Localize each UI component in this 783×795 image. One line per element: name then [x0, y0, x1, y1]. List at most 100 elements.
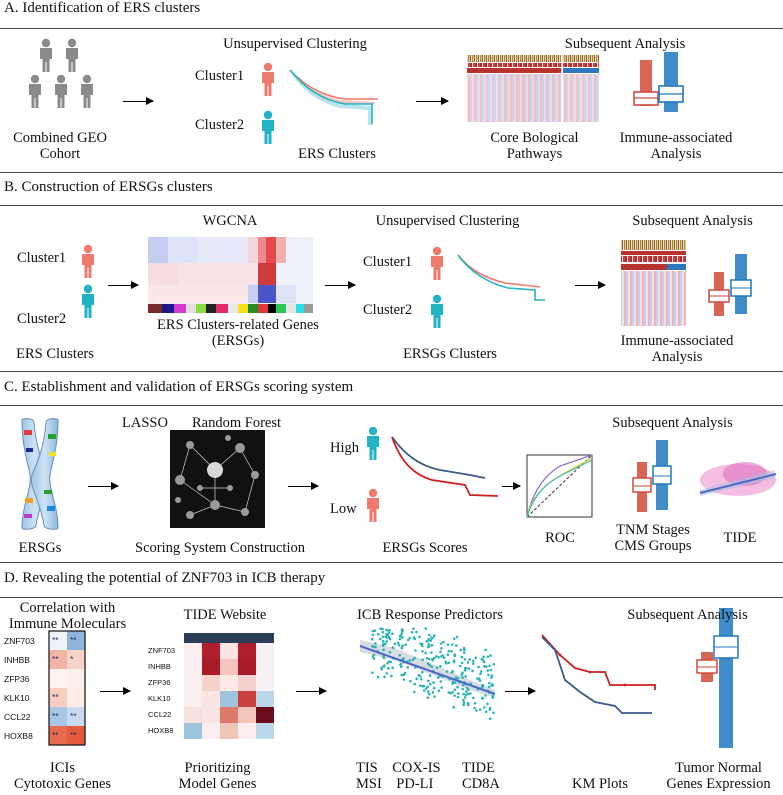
scatter-point: [385, 628, 388, 632]
scatter-point: [409, 679, 412, 683]
scatter-point: [430, 643, 434, 647]
scatter-point: [489, 668, 493, 672]
tide-website-title: TIDE Website: [183, 607, 267, 623]
scatter-point: [432, 656, 436, 660]
scatter-point: [427, 642, 431, 646]
scatter-point: [479, 672, 482, 676]
scatter-point: [466, 661, 470, 664]
scatter-point: [397, 644, 401, 647]
scatter-point: [435, 666, 439, 670]
b-subsequent-title: Subsequent Analysis: [632, 213, 753, 229]
section-d-title: D. Revealing the potential of ZNF703 in …: [4, 570, 326, 586]
scatter-point: [411, 658, 415, 662]
scatter-point: [432, 686, 436, 690]
section-b-title: B. Construction of ERSGs clusters: [4, 179, 213, 195]
scatter-point: [421, 650, 424, 653]
d-subsequent-title: Subsequent Analysis: [627, 607, 748, 623]
tide-scatter: [699, 462, 777, 496]
scatter-point: [400, 665, 403, 668]
scatter-point: [474, 656, 478, 660]
significance-star: *: [70, 654, 74, 664]
scatter-point: [447, 661, 451, 665]
scatter-point: [453, 694, 456, 697]
scatter-point: [431, 691, 435, 694]
low-label: Low: [330, 501, 357, 517]
scatter-point: [464, 693, 468, 697]
scatter-point: [487, 673, 490, 677]
km-plot-c: [391, 436, 499, 497]
scatter-point: [374, 645, 377, 649]
tnm-label: TNM Stages CMS Groups: [614, 522, 692, 554]
scatter-point: [377, 632, 380, 636]
prioritizing-label: Prioritizing Model Genes: [178, 760, 257, 792]
scatter-point: [387, 631, 391, 635]
scatter-point: [484, 710, 488, 713]
scatter-point: [459, 664, 462, 668]
scatter-point: [461, 671, 464, 674]
scatter-point: [487, 681, 491, 685]
scatter-point: [482, 655, 486, 659]
arrow-b1: [108, 281, 139, 289]
scatter-point: [435, 655, 438, 658]
scatter-point: [445, 670, 449, 673]
scatter-point: [465, 690, 468, 693]
scatter-point: [429, 639, 433, 642]
a-clustering-title: Unsupervised Clustering: [223, 36, 367, 52]
arrow-d1: [100, 687, 131, 695]
scatter-point: [424, 651, 427, 655]
scatter-point: [467, 667, 471, 670]
scatter-point: [446, 653, 450, 656]
scatter-point: [383, 642, 387, 646]
scatter-point: [428, 674, 432, 677]
scatter-point: [453, 681, 457, 685]
scatter-point: [488, 664, 491, 668]
arrow-d3: [505, 687, 536, 695]
scatter-point: [371, 629, 375, 633]
tide-gene-label: ZNF703: [148, 646, 176, 655]
scatter-point: [380, 666, 384, 669]
scatter-point: [402, 678, 406, 681]
scatter-point: [387, 660, 391, 663]
arrow-a1: [123, 97, 154, 105]
scatter-point: [477, 677, 481, 680]
significance-star: **: [70, 635, 77, 645]
section-a-rule: [0, 28, 783, 29]
b-clustering-title: Unsupervised Clustering: [375, 213, 520, 229]
correlation-gene-label: HOXB8: [4, 731, 33, 741]
scatter-point: [391, 666, 395, 670]
b-cluster2-label: Cluster2: [17, 311, 67, 327]
significance-star: **: [52, 654, 59, 664]
scatter-point: [381, 639, 385, 643]
scatter-point: [418, 635, 421, 639]
scatter-point: [456, 685, 459, 689]
scatter-point: [442, 656, 446, 660]
significance-star: **: [70, 711, 77, 721]
scatter-point: [472, 659, 475, 663]
scatter-point: [484, 694, 487, 697]
scatter-point: [399, 634, 402, 638]
scatter-point: [450, 671, 454, 674]
scatter-point: [440, 647, 443, 650]
icb-title: ICB Response Predictors: [357, 607, 503, 623]
scatter-point: [461, 676, 465, 679]
scatter-point: [414, 649, 417, 652]
scatter-point: [439, 642, 443, 645]
b-ers-clusters-label: ERS Clusters: [16, 346, 94, 362]
scatter-point: [401, 636, 404, 639]
scatter-point: [472, 662, 475, 665]
scatter-point: [488, 717, 492, 720]
scatter-point: [428, 692, 431, 696]
scatter-point: [492, 711, 495, 715]
scatter-point: [390, 674, 393, 678]
pathway-heatmap-a: [467, 55, 599, 122]
a-cluster2-label: Cluster2: [195, 117, 245, 133]
scatter-point: [451, 690, 454, 694]
scatter-point: [447, 649, 451, 653]
regression-line: [359, 645, 496, 695]
scatter-point: [425, 656, 429, 660]
scatter-point: [488, 706, 492, 710]
scatter-point: [464, 675, 467, 678]
scatter-point: [463, 666, 467, 670]
scatter-point: [419, 642, 422, 646]
correlation-gene-label: ZNF703: [4, 636, 35, 646]
